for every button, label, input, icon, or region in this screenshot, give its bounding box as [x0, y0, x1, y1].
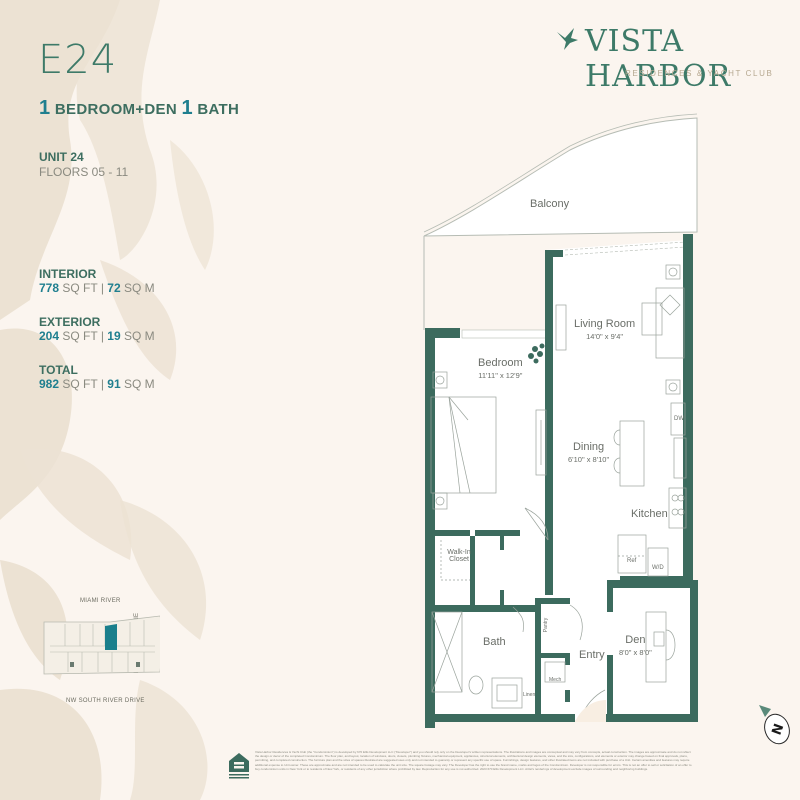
room-entry: Entry — [579, 649, 605, 661]
keymap-bottom-label: NW SOUTH RIVER DRIVE — [66, 698, 145, 704]
area-interior: INTERIOR 778 SQ FT | 72 SQ M — [39, 267, 155, 295]
unit-highlight — [105, 624, 117, 650]
area-total: TOTAL 982 SQ FT | 91 SQ M — [39, 363, 155, 391]
bedroom-count: 1 — [39, 97, 51, 119]
area-exterior: EXTERIOR 204 SQ FT | 19 SQ M — [39, 315, 155, 343]
keymap-top-label: MIAMI RIVER — [80, 598, 121, 604]
room-bath: Bath — [483, 636, 506, 648]
label-linen: Linen — [523, 692, 536, 698]
area-title: TOTAL — [39, 363, 78, 377]
legal-disclaimer: Vista Harbor Residences & Yacht Club (th… — [255, 750, 692, 771]
label-washer-dryer: W/D — [652, 565, 664, 571]
label-refrigerator: Ref — [627, 558, 637, 564]
area-value: 778 SQ FT | 72 SQ M — [39, 281, 155, 295]
area-value: 204 SQ FT | 19 SQ M — [39, 329, 155, 343]
leaf-pattern-background — [0, 0, 214, 800]
room-kitchen: Kitchen — [631, 508, 668, 520]
floors-range: FLOORS 05 - 11 — [39, 165, 129, 179]
brand-tagline: RESIDENCES & YACHT CLUB — [625, 69, 774, 78]
bedroom-label: BEDROOM+DEN — [54, 101, 177, 118]
north-compass-icon: N — [759, 705, 790, 745]
area-title: INTERIOR — [39, 267, 97, 281]
label-pantry: Pantry — [543, 617, 550, 633]
unit-code: E24 — [38, 37, 118, 83]
area-value: 982 SQ FT | 91 SQ M — [39, 377, 155, 391]
bed-bath-summary: 1 BEDROOM+DEN 1 BATH — [39, 97, 239, 120]
building-keymap — [43, 615, 160, 675]
svg-text:N: N — [769, 722, 787, 737]
equal-housing-icon — [229, 753, 249, 779]
bird-icon — [557, 28, 578, 50]
room-walk-in-closet: Walk-In Closet — [447, 549, 471, 563]
label-mech: Mech — [549, 677, 562, 683]
label-dishwasher: DW — [674, 416, 684, 422]
bath-count: 1 — [181, 97, 193, 119]
room-balcony: Balcony — [530, 198, 570, 210]
brand-name: VISTA HARBOR — [585, 24, 732, 94]
unit-number: UNIT 24 — [39, 150, 84, 164]
bath-label: BATH — [197, 101, 240, 118]
area-title: EXTERIOR — [39, 315, 101, 329]
